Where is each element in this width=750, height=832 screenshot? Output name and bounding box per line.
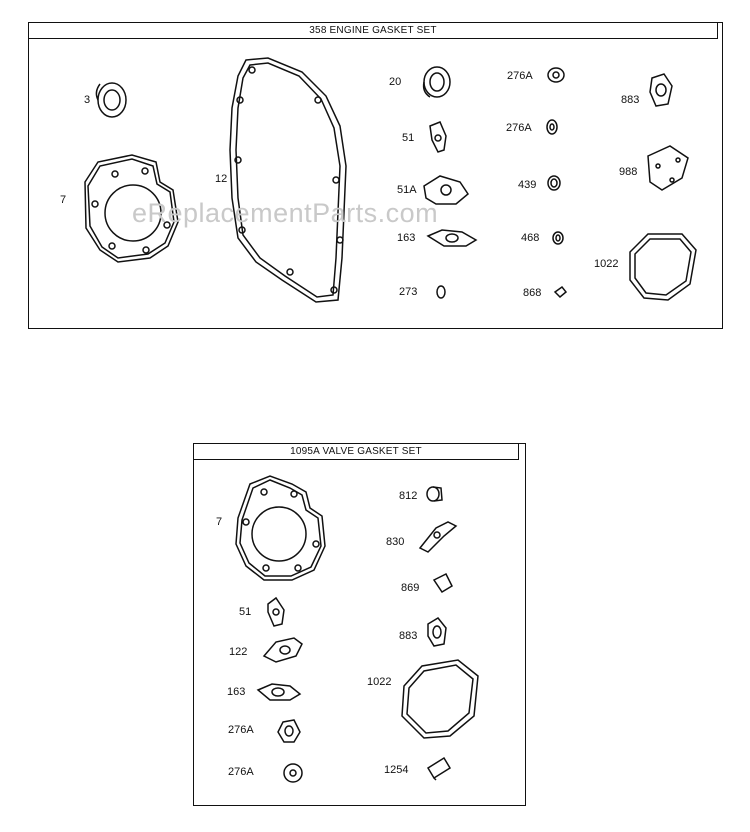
ring-468 [552,231,564,245]
gasket-51 [267,596,285,627]
ring-273 [436,285,446,299]
rocker-cover-gasket-1022 [629,233,697,301]
cylinder-head-gasket-7 [84,154,179,263]
part-label: 1022 [594,258,619,270]
part-label: 51A [397,184,417,196]
part-label: 276A [228,766,254,778]
crankcase-gasket-12 [229,57,347,303]
part-label: 830 [386,536,405,548]
gasket-122 [262,637,303,663]
rocker-cover-gasket-1022 [401,659,479,739]
gasket-883 [427,617,447,647]
part-label: 276A [507,70,533,82]
bolt-1254 [426,756,452,781]
gasket-883 [649,73,673,107]
part-label: 439 [518,179,537,191]
part-label: 1254 [384,764,409,776]
washer-276A-2 [283,763,303,783]
part-label: 163 [227,686,246,698]
watermark: eReplacementParts.com [132,198,439,228]
part-label: 163 [397,232,416,244]
part-label: 988 [619,166,638,178]
part-label: 812 [399,490,418,502]
part-label: 1022 [367,676,392,688]
cylinder-head-gasket-7 [235,475,326,581]
part-label: 51 [239,606,252,618]
part-label: 468 [521,232,540,244]
part-869 [432,572,453,594]
part-label: 276A [506,122,532,134]
gasket-51A [423,175,469,205]
part-812 [426,486,443,502]
part-label: 883 [621,94,640,106]
part-label: 20 [389,76,402,88]
part-label: 868 [523,287,542,299]
part-868 [553,285,568,299]
washer-276A-1 [547,67,565,83]
panel-title: 1095A VALVE GASKET SET [194,444,519,460]
oil-seal-3 [95,82,127,118]
washer-276A-2 [546,119,558,135]
gasket-51 [429,121,447,153]
engine-gasket-set-panel: 358 ENGINE GASKET SET [28,22,723,329]
washer-276A-1 [277,719,301,743]
gasket-988 [647,145,689,191]
ring-439 [547,175,561,191]
oil-seal-20 [422,66,451,98]
gasket-163 [426,229,478,247]
part-label: 122 [229,646,248,658]
panel-title: 358 ENGINE GASKET SET [29,23,718,39]
part-label: 51 [402,132,415,144]
part-label: 276A [228,724,254,736]
gasket-163 [256,683,302,701]
part-label: 869 [401,582,420,594]
part-label: 12 [215,173,228,185]
valve-part-830 [418,521,458,553]
part-label: 7 [60,194,67,206]
part-label: 883 [399,630,418,642]
part-label: 7 [216,516,223,528]
part-label: 273 [399,286,418,298]
part-label: 3 [84,94,91,106]
valve-gasket-set-panel: 1095A VALVE GASKET SET [193,443,526,806]
